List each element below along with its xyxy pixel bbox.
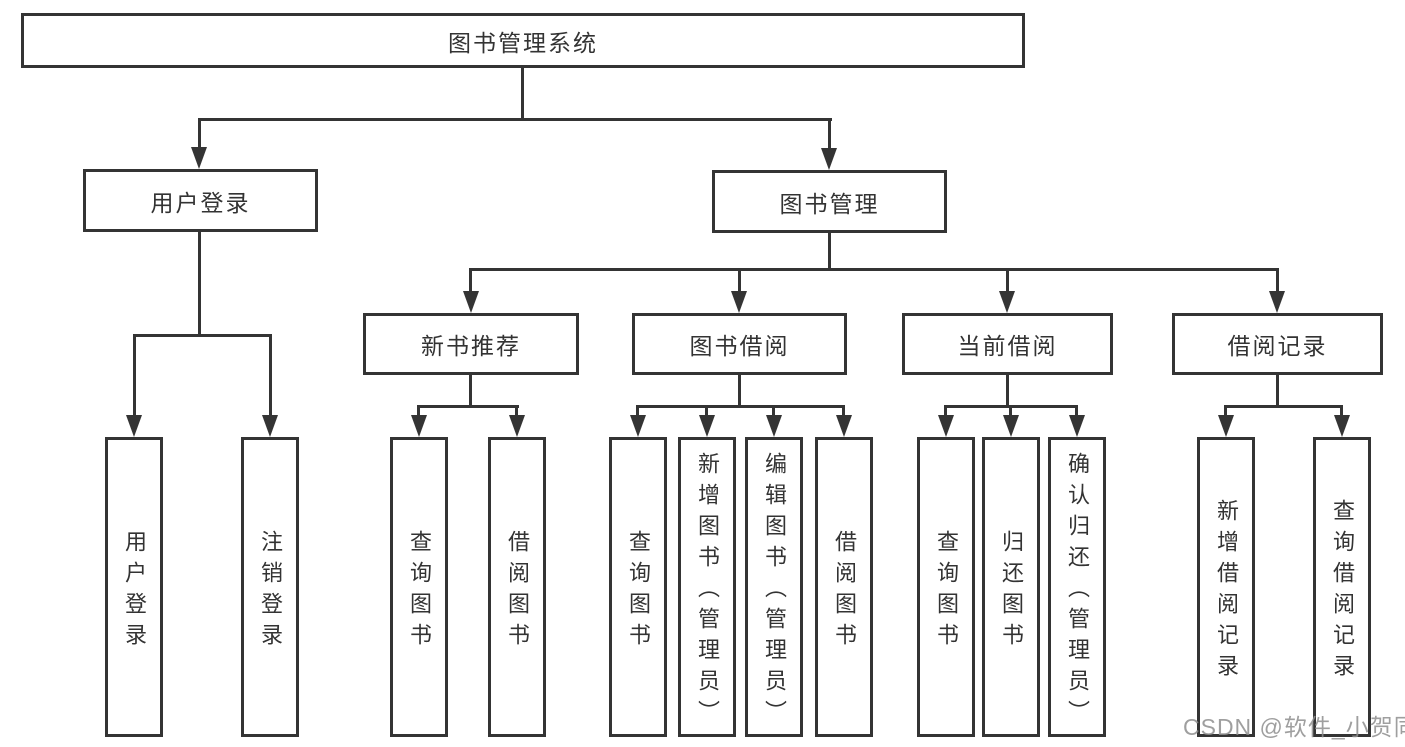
node-book-borrow: 图书借阅	[632, 313, 847, 375]
connector-line	[828, 233, 831, 270]
arrow-down-icon	[999, 291, 1015, 313]
node-book-borrow-label: 图书借阅	[689, 333, 790, 359]
connector-line	[198, 232, 201, 336]
connector-line	[1276, 268, 1279, 293]
leaf-add-books-admin-label: 新增图书（管理员）	[695, 452, 720, 731]
arrow-down-icon	[411, 415, 427, 437]
leaf-query-books-1-label: 查询图书	[407, 529, 432, 654]
leaf-add-borrow-record: 新增借阅记录	[1197, 437, 1255, 737]
arrow-down-icon	[191, 147, 207, 169]
csdn-watermark: CSDN @软件_小贺同学	[1183, 714, 1405, 740]
leaf-add-books-admin: 新增图书（管理员）	[678, 437, 736, 737]
arrow-down-icon	[821, 148, 837, 170]
connector-line	[1224, 405, 1227, 417]
leaf-query-books-3: 查询图书	[917, 437, 975, 737]
connector-line	[469, 375, 472, 407]
connector-line	[198, 118, 832, 121]
arrow-down-icon	[509, 415, 525, 437]
node-user-login-label: 用户登录	[150, 189, 251, 216]
connector-line	[1224, 405, 1342, 408]
arrow-down-icon	[836, 415, 852, 437]
connector-line	[772, 405, 775, 417]
arrow-down-icon	[1334, 415, 1350, 437]
connector-line	[515, 405, 518, 417]
node-current-borrow: 当前借阅	[902, 313, 1113, 375]
node-new-book-recommend: 新书推荐	[363, 313, 579, 375]
arrow-down-icon	[1218, 415, 1234, 437]
leaf-edit-books-admin: 编辑图书（管理员）	[745, 437, 803, 737]
node-library-system-label: 图书管理系统	[448, 29, 598, 56]
connector-line	[828, 118, 831, 152]
leaf-logout: 注销登录	[241, 437, 299, 737]
connector-line	[418, 405, 519, 408]
arrow-down-icon	[731, 291, 747, 313]
connector-line	[636, 405, 639, 417]
leaf-logout-label: 注销登录	[258, 529, 283, 654]
leaf-borrow-books-2-label: 借阅图书	[832, 529, 857, 654]
connector-line	[198, 118, 201, 152]
connector-line	[470, 268, 1279, 271]
arrow-down-icon	[262, 415, 278, 437]
connector-line	[842, 405, 845, 417]
node-user-login: 用户登录	[83, 169, 318, 232]
arrow-down-icon	[463, 291, 479, 313]
connector-line	[521, 68, 524, 120]
connector-line	[1006, 268, 1009, 293]
leaf-edit-books-admin-label: 编辑图书（管理员）	[762, 452, 787, 731]
node-current-borrow-label: 当前借阅	[957, 333, 1058, 359]
connector-line	[1006, 375, 1009, 407]
connector-line	[1340, 405, 1343, 417]
node-book-management: 图书管理	[712, 170, 947, 233]
node-new-book-recommend-label: 新书推荐	[421, 333, 521, 359]
connector-line	[738, 268, 741, 293]
arrow-down-icon	[126, 415, 142, 437]
leaf-query-borrow-record: 查询借阅记录	[1313, 437, 1371, 737]
leaf-query-books-1: 查询图书	[390, 437, 448, 737]
leaf-query-books-2: 查询图书	[609, 437, 667, 737]
leaf-borrow-books-2: 借阅图书	[815, 437, 873, 737]
leaf-query-borrow-record-label: 查询借阅记录	[1330, 498, 1355, 685]
connector-line	[1075, 405, 1078, 417]
connector-line	[738, 375, 741, 407]
leaf-borrow-books-1-label: 借阅图书	[505, 529, 530, 654]
connector-line	[269, 334, 272, 417]
arrow-down-icon	[766, 415, 782, 437]
leaf-borrow-books-1: 借阅图书	[488, 437, 546, 737]
connector-line	[705, 405, 708, 417]
leaf-return-books-label: 归还图书	[999, 529, 1024, 654]
leaf-query-books-2-label: 查询图书	[626, 529, 651, 654]
arrow-down-icon	[699, 415, 715, 437]
arrow-down-icon	[1069, 415, 1085, 437]
leaf-user-login-label: 用户登录	[122, 529, 147, 654]
connector-line	[1009, 405, 1012, 417]
connector-line	[637, 405, 845, 408]
connector-line	[417, 405, 420, 417]
connector-line	[133, 334, 136, 417]
node-borrow-record-label: 借阅记录	[1227, 333, 1328, 359]
leaf-query-books-3-label: 查询图书	[934, 529, 959, 654]
connector-line	[469, 268, 472, 293]
arrow-down-icon	[1003, 415, 1019, 437]
connector-line	[133, 334, 272, 337]
arrow-down-icon	[1269, 291, 1285, 313]
node-book-management-label: 图书管理	[779, 190, 880, 217]
leaf-add-borrow-record-label: 新增借阅记录	[1214, 498, 1239, 685]
arrow-down-icon	[938, 415, 954, 437]
node-library-system: 图书管理系统	[21, 13, 1025, 68]
connector-line	[1276, 375, 1279, 407]
leaf-confirm-return-admin: 确认归还（管理员）	[1048, 437, 1106, 737]
node-borrow-record: 借阅记录	[1172, 313, 1383, 375]
leaf-confirm-return-admin-label: 确认归还（管理员）	[1065, 452, 1090, 731]
arrow-down-icon	[630, 415, 646, 437]
leaf-return-books: 归还图书	[982, 437, 1040, 737]
connector-line	[944, 405, 947, 417]
leaf-user-login: 用户登录	[105, 437, 163, 737]
